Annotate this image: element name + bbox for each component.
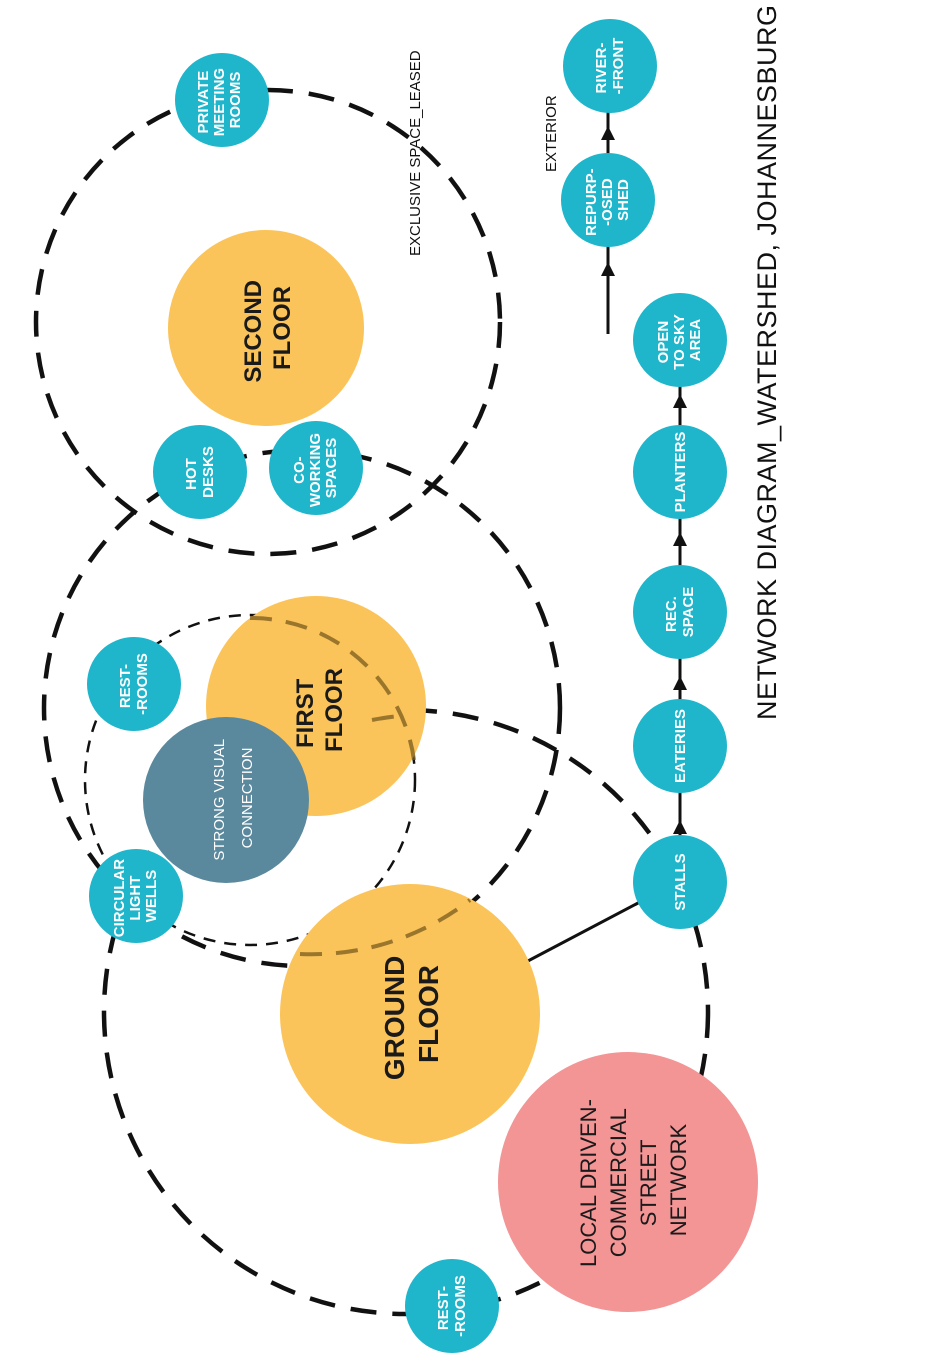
rec-space-label: REC. SPACE — [663, 587, 697, 638]
diagram-title: NETWORK DIAGRAM_WATERSHED, JOHANNESBURG — [752, 4, 782, 720]
repurposed-shed-circle — [561, 153, 655, 247]
riverfront-circle — [563, 19, 657, 113]
ground-floor-label: GROUND FLOOR — [379, 948, 444, 1080]
exterior-note: EXTERIOR — [543, 95, 560, 172]
rec-space-circle — [633, 565, 727, 659]
zone-atrium — [83, 613, 417, 947]
private-meeting-rooms-label: PRIVATE MEETING ROOMS — [195, 64, 244, 137]
coworking-circle — [269, 421, 363, 515]
zone-first-floor — [41, 447, 563, 969]
arrow-recspace-planters-icon — [673, 532, 687, 546]
strong-visual-label: STRONG VISUAL CONNECTION — [211, 735, 256, 860]
light-wells-label: CIRCULAR LIGHT WELLS — [111, 855, 160, 938]
zone-overlay-arc-2 — [299, 898, 472, 957]
riverfront-label: RIVER- -FRONT — [593, 38, 627, 95]
coworking-label: CO- WORKING SPACES — [291, 429, 340, 507]
eateries-circle — [633, 699, 727, 793]
planters-label: PLANTERS — [672, 432, 689, 513]
strong-visual-circle — [143, 717, 309, 883]
floor-circles — [143, 230, 758, 1312]
street-network-label: LOCAL DRIVEN- COMMERCIAL STREET NETWORK — [576, 1093, 691, 1267]
flow-arrows — [601, 126, 687, 834]
second-floor-label: SECOND FLOOR — [240, 273, 296, 382]
connector-ground-stalls — [525, 900, 641, 964]
arrow-eateries-recspace-icon — [673, 676, 687, 690]
ground-floor-circle — [280, 884, 540, 1144]
planters-circle — [633, 425, 727, 519]
stalls-label: STALLS — [672, 853, 689, 910]
first-floor-label: FIRST FLOOR — [292, 668, 348, 752]
restrooms-bottom-label: REST- -ROOMS — [435, 1275, 469, 1337]
annotations: EXCLUSIVE SPACE_LEASED EXTERIOR NETWORK … — [407, 4, 782, 720]
stalls-circle — [633, 835, 727, 929]
node-labels: PRIVATE MEETING ROOMS SECOND FLOOR HOT D… — [111, 38, 704, 1337]
zone-overlay — [249, 615, 472, 957]
restrooms-top-circle — [87, 637, 181, 731]
repurposed-shed-label: REPURP- -OSED SHED — [583, 164, 632, 236]
open-sky-label: OPEN TO SKY AREA — [655, 310, 704, 369]
arrow-into-shed-icon — [601, 262, 615, 276]
arrow-planters-opensky-icon — [673, 394, 687, 408]
zone-overlay-arc — [249, 615, 416, 761]
exclusive-space-note: EXCLUSIVE SPACE_LEASED — [407, 50, 424, 256]
zone-second-floor — [33, 87, 503, 557]
street-network-circle — [498, 1052, 758, 1312]
arrow-stalls-eateries-icon — [673, 820, 687, 834]
restrooms-top-label: REST- -ROOMS — [117, 653, 151, 715]
private-meeting-rooms-circle — [175, 53, 269, 147]
hot-desks-circle — [153, 425, 247, 519]
teal-nodes — [87, 19, 727, 1353]
hot-desks-label: HOT DESKS — [183, 446, 217, 498]
restrooms-bottom-circle — [405, 1259, 499, 1353]
open-sky-circle — [633, 293, 727, 387]
arrow-shed-riverfront-icon — [601, 126, 615, 140]
eateries-label: EATERIES — [672, 709, 689, 783]
second-floor-circle — [168, 230, 364, 426]
light-wells-circle — [89, 849, 183, 943]
zone-overlay-arc-3 — [371, 714, 401, 722]
